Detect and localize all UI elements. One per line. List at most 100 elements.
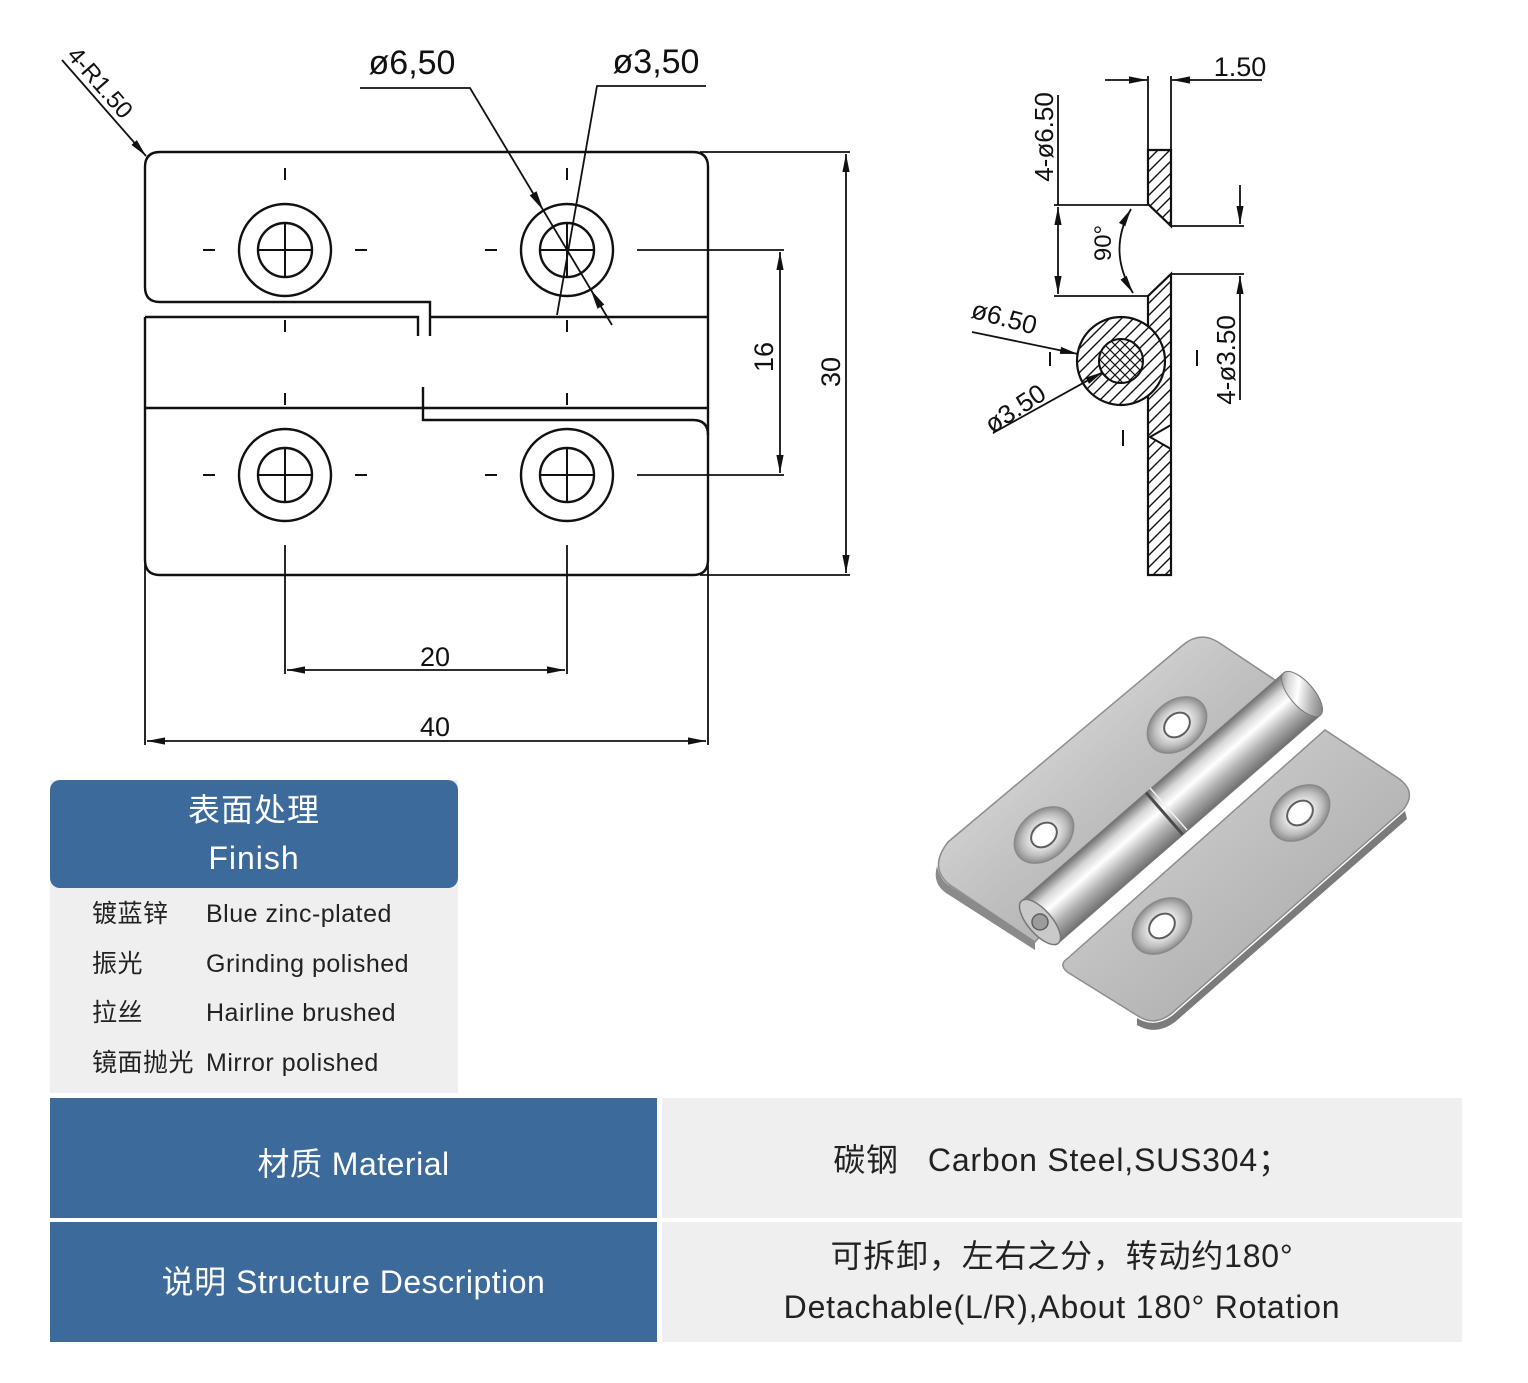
dimension-hole-pitch-vertical: 16 (637, 249, 784, 476)
extension-line (144, 565, 709, 745)
hole-label: ø3,50 (613, 43, 700, 81)
finish-option-en: Hairline brushed (206, 999, 397, 1027)
dimension-countersink: 4-ø6.50 (1029, 92, 1148, 297)
leader-line (992, 371, 1104, 434)
extension-line (284, 545, 568, 674)
photo-hole (1269, 784, 1331, 842)
finish-option-cn: 振光 (92, 949, 144, 978)
finish-option-en: Grinding polished (206, 949, 410, 978)
pin-cross-hatch (1098, 338, 1144, 384)
through-hole (1286, 799, 1314, 827)
dimension-label: 40 (420, 712, 450, 742)
knuckle-top-edge (145, 315, 708, 336)
finish-option-en: Blue zinc-plated (206, 900, 392, 928)
center-mark (485, 168, 568, 332)
extension-line (1054, 204, 1148, 297)
knuckle-section (1075, 315, 1167, 407)
crosshair (258, 223, 312, 277)
spec-value-text-en: Detachable(L/R),About 180° Rotation (783, 1289, 1341, 1325)
countersink-circle (237, 202, 333, 298)
hinge-knuckle (1018, 670, 1323, 946)
through-hole (1030, 821, 1058, 849)
countersink-label: ø6,50 (369, 44, 456, 82)
through-hole (1148, 912, 1176, 940)
finish-title-en: Finish (208, 840, 300, 876)
knuckle-split-groove (1144, 791, 1184, 836)
plate-section-upper (1146, 148, 1173, 229)
finish-panel: 表面处理 Finish 镀蓝锌 Blue zinc-plated 振光 Grin… (50, 780, 458, 1093)
spec-label-material: 材质 Material (50, 1098, 657, 1218)
center-mark (1049, 350, 1198, 446)
arrowhead (529, 191, 544, 211)
hinge-outline (143, 150, 710, 577)
extension-line (1147, 76, 1172, 150)
dimension-label: 16 (749, 342, 779, 372)
photo-hole (1013, 806, 1075, 864)
leaf-gap-notch (1147, 423, 1172, 451)
spec-label-text: 材质 Material (257, 1145, 450, 1182)
dimension-hole: 4-ø3.50 (1171, 185, 1244, 405)
dimension-thickness: 1.50 (1105, 52, 1266, 150)
crosshair (258, 448, 312, 502)
countersink-circle (519, 202, 615, 298)
finish-option: 镜面抛光 Mirror polished (50, 1039, 458, 1089)
extension-line (1171, 225, 1244, 275)
front-view: 4-R1.50 ø6,50 ø3,50 16 30 (61, 42, 850, 745)
product-photo (935, 636, 1411, 1030)
hole-label: 4-ø3.50 (1211, 315, 1241, 405)
countersink-label: 4-ø6.50 (1029, 92, 1059, 182)
countersink-callout: ø6,50 (360, 44, 613, 326)
pin-end (1031, 913, 1049, 931)
finish-option: 镀蓝锌 Blue zinc-plated (50, 890, 458, 940)
arrowhead (590, 289, 605, 309)
countersink-circle (519, 427, 615, 523)
center-mark (203, 393, 367, 476)
leader-line (61, 59, 147, 157)
finish-title-cn: 表面处理 (187, 792, 320, 828)
finish-option-en: Mirror polished (206, 1048, 379, 1077)
spec-value-description: 可拆卸，左右之分，转动约180° Detachable(L/R),About 1… (662, 1222, 1462, 1342)
dimension-width: 40 (144, 565, 709, 745)
mounting-hole (203, 168, 367, 332)
finish-option-cn: 拉丝 (92, 999, 144, 1027)
corner-radius-callout: 4-R1.50 (61, 42, 147, 157)
spec-value-text: 碳钢 Carbon Steel,SUS304； (833, 1141, 1291, 1178)
extension-line (700, 151, 850, 576)
photo-hole (1131, 897, 1193, 955)
knuckle-split-highlight (1149, 787, 1188, 831)
dimension-label: 30 (816, 357, 846, 387)
finish-option: 拉丝 Hairline brushed (50, 989, 458, 1039)
pin-outer-callout: ø6.50 (968, 294, 1079, 355)
spec-value-text-cn: 可拆卸，左右之分，转动约180° (830, 1238, 1294, 1274)
finish-options-list: 镀蓝锌 Blue zinc-plated 振光 Grinding polishe… (50, 890, 458, 1088)
mounting-hole (485, 393, 615, 523)
extension-line (637, 249, 784, 476)
finish-option-cn: 镜面抛光 (92, 1048, 195, 1077)
dimension-label: 20 (420, 642, 450, 672)
angle-label: 90° (1090, 225, 1117, 261)
countersink-angle: 90° (1090, 208, 1134, 294)
bottom-leaf-edge (421, 387, 710, 436)
countersink-circle (237, 427, 333, 523)
angle-arc (1118, 208, 1134, 294)
pin-inner-label: ø3.50 (979, 378, 1051, 439)
technical-drawing: 4-R1.50 ø6,50 ø3,50 16 30 (61, 42, 1411, 1030)
knuckle-top-cap (1281, 670, 1323, 718)
mounting-hole (203, 393, 367, 523)
leader-line (360, 87, 613, 326)
leader-line (971, 331, 1079, 355)
center-mark (203, 168, 367, 332)
top-leaf-edge (143, 286, 432, 336)
leader-line (556, 85, 706, 316)
side-section-view: 1.50 4-ø6.50 90° ø6.50 (968, 52, 1266, 577)
hole-callout: ø3,50 (556, 43, 706, 316)
spec-label-text: 说明 Structure Description (161, 1263, 546, 1300)
dimension-hole-pitch-horizontal: 20 (284, 545, 568, 674)
finish-header: 表面处理 Finish (50, 780, 458, 888)
center-mark (485, 393, 568, 476)
spec-value-material: 碳钢 Carbon Steel,SUS304； (662, 1098, 1462, 1218)
crosshair (540, 448, 594, 502)
leaf-edge-shadow (935, 866, 1035, 950)
plate-section-lower (1146, 271, 1173, 577)
thickness-label: 1.50 (1214, 52, 1267, 82)
